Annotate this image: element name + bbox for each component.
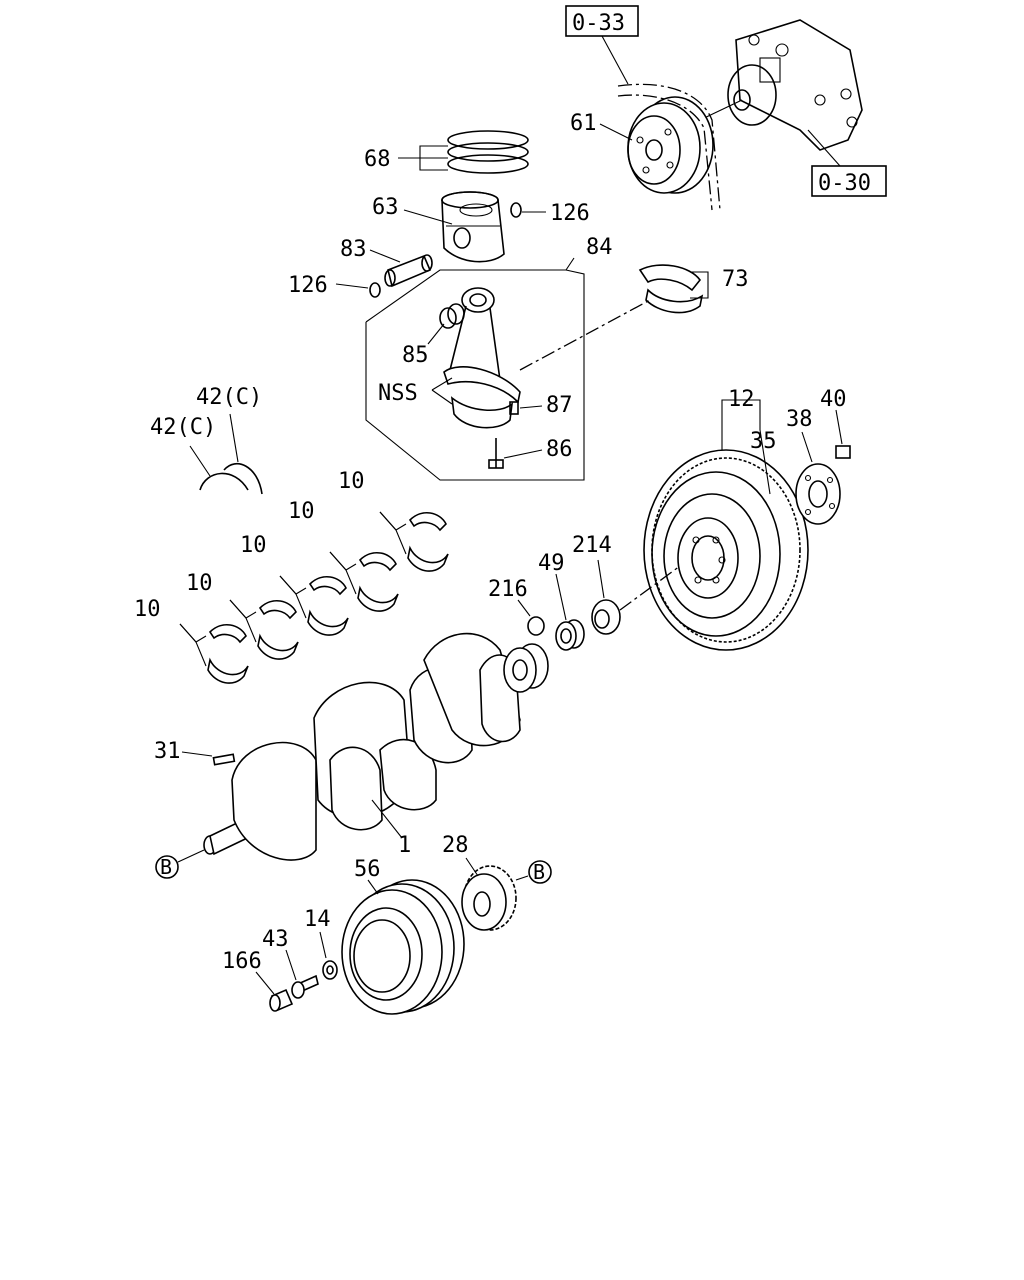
conrod-bearing	[519, 264, 709, 371]
label-68: 68	[364, 147, 391, 172]
label-10-e: 10	[338, 469, 365, 494]
label-35: 35	[750, 429, 777, 454]
piston-pin	[384, 254, 433, 288]
flywheel-plate	[795, 431, 841, 525]
label-10-c: 10	[240, 533, 267, 558]
label-10-a: 10	[134, 597, 161, 622]
key-31	[181, 751, 236, 766]
thrust-washers	[189, 413, 263, 495]
label-43: 43	[262, 927, 289, 952]
crankshaft-gear	[461, 857, 517, 931]
circlip-126-left	[369, 282, 381, 298]
connecting-rod-kit	[365, 257, 585, 481]
label-nss: NSS	[378, 381, 418, 406]
label-126-right: 126	[550, 201, 590, 226]
ref-box-0-33[interactable]: 0-33	[565, 5, 639, 37]
marker-b-right-text: B	[533, 860, 545, 884]
circlip-126-right	[510, 202, 522, 218]
label-14: 14	[304, 907, 331, 932]
label-214: 214	[572, 533, 612, 558]
bearing-214	[591, 559, 681, 635]
label-85: 85	[402, 343, 429, 368]
spacer-216	[517, 599, 545, 636]
label-1: 1	[398, 833, 411, 858]
ref-0-30-text: 0-30	[818, 171, 871, 196]
label-10-b: 10	[186, 571, 213, 596]
marker-b-left-text: B	[160, 855, 172, 879]
label-61: 61	[570, 111, 597, 136]
washer-14	[319, 931, 338, 980]
label-86: 86	[546, 437, 573, 462]
label-126-left: 126	[288, 273, 328, 298]
leader-0-33	[601, 35, 629, 85]
label-63: 63	[372, 195, 399, 220]
bearing-49	[555, 573, 585, 651]
label-216: 216	[488, 577, 528, 602]
piston-rings	[398, 130, 529, 174]
leader-0-30	[807, 129, 841, 167]
label-10-d: 10	[288, 499, 315, 524]
bolt-43	[285, 949, 319, 999]
crankshaft-pulley	[341, 879, 465, 1015]
label-49: 49	[538, 551, 565, 576]
ref-box-0-30[interactable]: 0-30	[811, 165, 887, 197]
marker-b-right: B	[515, 860, 552, 884]
crankshaft	[203, 632, 549, 861]
cap-166	[255, 971, 294, 1012]
label-42c-upper: 42(C)	[196, 385, 262, 410]
label-166: 166	[222, 949, 262, 974]
label-56: 56	[354, 857, 381, 882]
flywheel-bolt	[835, 409, 851, 459]
ref-0-33-text: 0-33	[572, 11, 625, 36]
label-31: 31	[154, 739, 181, 764]
label-28: 28	[442, 833, 469, 858]
piston	[441, 191, 505, 263]
main-bearings	[179, 511, 449, 684]
label-40: 40	[820, 387, 847, 412]
flywheel	[643, 399, 809, 651]
marker-b-left: B	[155, 849, 205, 879]
label-84: 84	[586, 235, 613, 260]
water-pump-assembly	[601, 19, 863, 211]
label-38: 38	[786, 407, 813, 432]
label-12: 12	[728, 387, 755, 412]
label-87: 87	[546, 393, 573, 418]
label-42c-lower: 42(C)	[150, 415, 216, 440]
label-73: 73	[722, 267, 749, 292]
label-83: 83	[340, 237, 367, 262]
